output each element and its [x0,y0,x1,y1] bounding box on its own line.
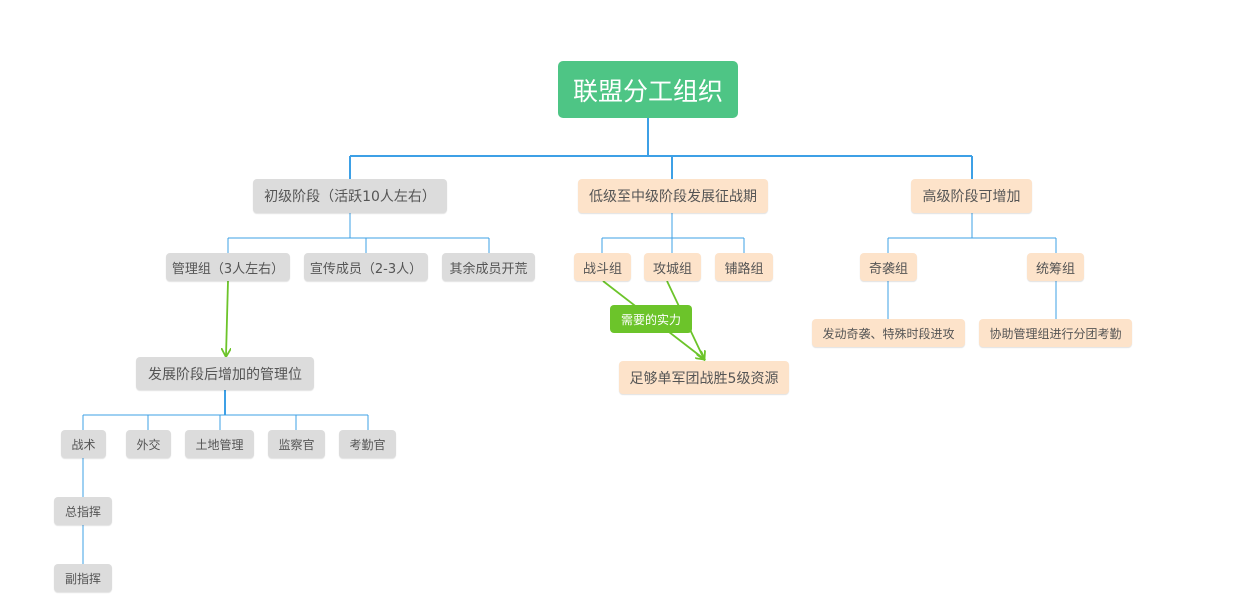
root-topic[interactable]: 联盟分工组织 [558,61,738,118]
topic-diplomacy[interactable]: 外交 [126,430,171,458]
topic-tactics[interactable]: 战术 [61,430,106,458]
topic-commander[interactable]: 总指挥 [54,497,112,525]
relationship-arrow-management [226,280,228,356]
branch1-connector [227,213,490,253]
topic-coordination-group[interactable]: 统筹组 [1027,253,1084,281]
topic-road-group[interactable]: 铺路组 [715,253,773,281]
topic-raid-description[interactable]: 发动奇袭、特殊时段进攻 [812,319,965,347]
topic-other-members[interactable]: 其余成员开荒 [442,253,535,281]
topic-combat-group[interactable]: 战斗组 [574,253,631,281]
topic-vice-commander[interactable]: 副指挥 [54,564,112,592]
topic-later-management-positions[interactable]: 发展阶段后增加的管理位 [136,357,314,390]
later-positions-connector [82,414,369,430]
root-connector [349,118,973,180]
topic-attendance-officer[interactable]: 考勤官 [339,430,396,458]
branch-mid-stage[interactable]: 低级至中级阶段发展征战期 [578,179,768,213]
topic-land-management[interactable]: 土地管理 [185,430,254,458]
topic-required-strength[interactable]: 足够单军团战胜5级资源 [619,361,789,394]
branch2-connector [601,213,745,253]
branch-advanced-stage[interactable]: 高级阶段可增加 [911,179,1032,213]
branch3-connector [887,213,1057,319]
branch-early-stage[interactable]: 初级阶段（活跃10人左右） [253,179,447,213]
topic-coordination-description[interactable]: 协助管理组进行分团考勤 [979,319,1132,347]
topic-supervisor[interactable]: 监察官 [268,430,325,458]
topic-propaganda-members[interactable]: 宣传成员（2-3人） [304,253,428,281]
topic-management-group[interactable]: 管理组（3人左右） [166,253,290,281]
relationship-label[interactable]: 需要的实力 [610,305,692,333]
topic-siege-group[interactable]: 攻城组 [644,253,701,281]
topic-raid-group[interactable]: 奇袭组 [860,253,917,281]
